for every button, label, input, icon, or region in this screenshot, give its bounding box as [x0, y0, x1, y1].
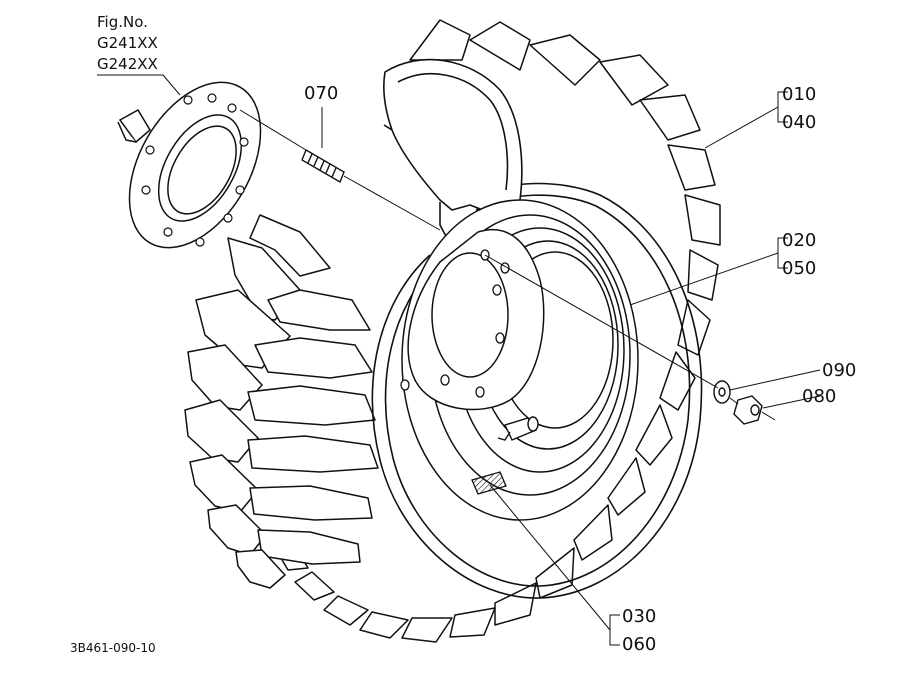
callout-010: 010 [782, 84, 816, 105]
callout-080: 080 [802, 386, 836, 407]
fig-ref-g241xx: G241XX [97, 34, 158, 52]
callout-050: 050 [782, 258, 816, 279]
tire-carcass [371, 182, 703, 599]
wheel-center-disc [407, 228, 545, 411]
callout-070: 070 [304, 83, 338, 104]
drawing-code: 3B461-090-10 [70, 641, 156, 655]
callout-040: 040 [782, 112, 816, 133]
callout-020: 020 [782, 230, 816, 251]
flange-bolt-holes [141, 93, 249, 247]
tire-cross-section [383, 58, 523, 263]
callout-060: 060 [622, 634, 656, 655]
fig-no-label: Fig.No. [97, 13, 148, 31]
axle-flange [117, 81, 262, 249]
wheel-weight-plate [471, 471, 507, 495]
stud-bolt [301, 148, 345, 184]
valve-stem [497, 416, 539, 441]
leader-lines [97, 74, 821, 646]
callout-090: 090 [822, 360, 856, 381]
tire-side-lugs [184, 214, 379, 589]
fig-ref-g242xx: G242XX [97, 55, 158, 73]
assembly-lines [239, 109, 776, 421]
nut [733, 395, 763, 425]
callout-030: 030 [622, 606, 656, 627]
tire-tread-lugs [274, 19, 721, 643]
wheel-bolt-holes [400, 249, 510, 398]
washer [713, 380, 731, 404]
